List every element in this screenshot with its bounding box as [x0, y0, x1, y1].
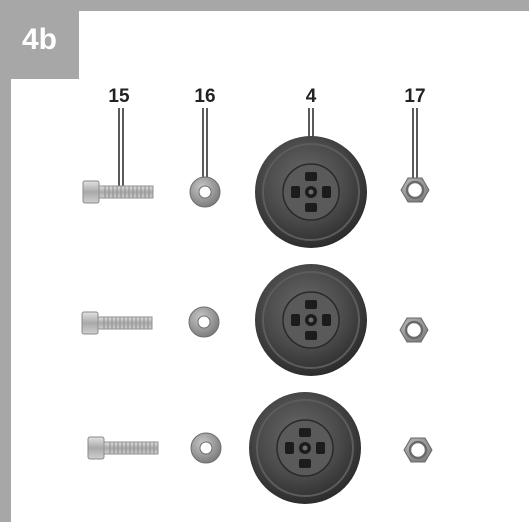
- nut-part: [399, 176, 431, 204]
- bolt-part: [81, 311, 153, 335]
- washer-part: [189, 176, 221, 208]
- callout-wheel-number: 4: [305, 86, 317, 107]
- step-badge: 4b: [0, 0, 79, 79]
- leader-lines: [118, 108, 418, 190]
- wheel-part: [248, 391, 362, 505]
- nut-part: [398, 316, 430, 344]
- wheel-part: [254, 263, 368, 377]
- frame-left-border: [0, 0, 11, 522]
- wheel-part: [254, 135, 368, 249]
- callout-bolt-number: 15: [108, 86, 130, 107]
- bolt-part: [82, 180, 154, 204]
- washer-part: [190, 432, 222, 464]
- frame-top-border: [0, 0, 529, 11]
- nut-part: [402, 436, 434, 464]
- bolt-part: [87, 436, 159, 460]
- washer-part: [188, 306, 220, 338]
- callout-nut-number: 17: [404, 86, 426, 107]
- callout-washer-number: 16: [194, 86, 216, 107]
